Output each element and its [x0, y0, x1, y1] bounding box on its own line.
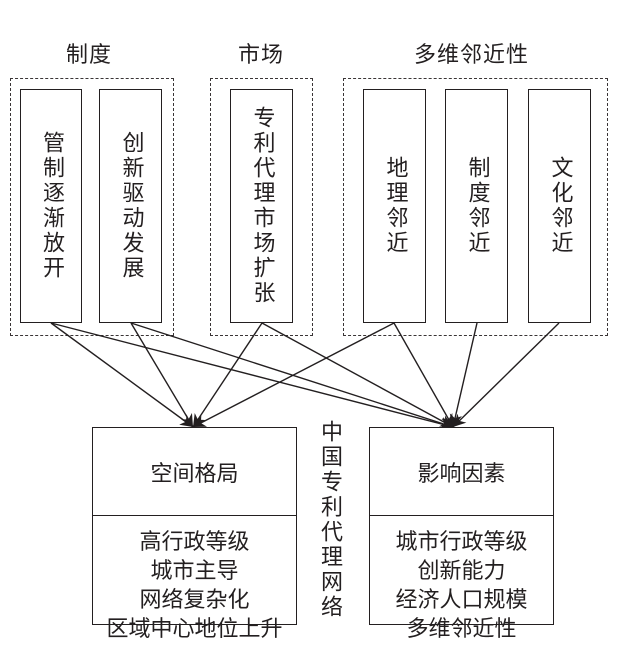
group-box-proximity	[343, 78, 608, 336]
output-items: 高行政等级 城市主导 网络复杂化 区域中心地位上升	[93, 516, 296, 644]
factor-label: 地理邻近	[382, 156, 408, 256]
output-title: 影响因素	[370, 428, 553, 516]
arrow-link	[192, 322, 395, 428]
factor-innovation-driven: 创新驱动发展	[99, 89, 162, 323]
factor-cultural-proximity: 文化邻近	[528, 89, 591, 323]
arrow-link	[261, 322, 454, 428]
output-item: 城市主导	[150, 559, 239, 584]
output-item: 城市行政等级	[395, 530, 528, 555]
arrow-link	[50, 322, 194, 428]
output-title: 空间格局	[93, 428, 296, 516]
arrow-link	[452, 322, 560, 428]
arrow-link	[393, 322, 454, 428]
arrow-link	[130, 322, 194, 428]
output-box-influencing-factors: 影响因素 城市行政等级 创新能力 经济人口规模 多维邻近性	[369, 427, 554, 642]
group-box-market	[210, 78, 313, 336]
group-title-proximity: 多维邻近性	[414, 43, 530, 68]
factor-geographic-proximity: 地理邻近	[363, 89, 426, 323]
factor-label: 管制逐渐放开	[39, 131, 64, 281]
center-label-network: 中国专利代理网络	[317, 420, 342, 620]
group-title-institution: 制度	[66, 43, 113, 68]
output-item: 经济人口规模	[395, 588, 528, 613]
factor-agency-market-expansion: 专利代理市场扩张	[230, 89, 293, 323]
arrow-link	[192, 322, 263, 428]
factor-institutional-proximity: 制度邻近	[445, 89, 508, 323]
arrow-link	[50, 322, 454, 430]
output-item: 创新能力	[417, 559, 506, 584]
output-box-spatial-pattern: 空间格局 高行政等级 城市主导 网络复杂化 区域中心地位上升	[92, 427, 297, 642]
factor-label: 制度邻近	[464, 156, 490, 256]
output-item: 区域中心地位上升	[106, 617, 283, 642]
output-items: 城市行政等级 创新能力 经济人口规模 多维邻近性	[370, 516, 553, 644]
output-item: 高行政等级	[139, 530, 250, 555]
factor-label: 创新驱动发展	[118, 131, 144, 281]
output-item: 网络复杂化	[139, 588, 250, 613]
group-title-market: 市场	[238, 43, 285, 68]
group-box-institution	[10, 78, 174, 336]
output-item: 多维邻近性	[406, 617, 517, 642]
factor-label: 专利代理市场扩张	[249, 106, 275, 306]
factor-label: 文化邻近	[547, 156, 573, 256]
factor-regulation-relaxation: 管制逐渐放开	[20, 89, 82, 323]
arrow-link	[449, 322, 478, 428]
